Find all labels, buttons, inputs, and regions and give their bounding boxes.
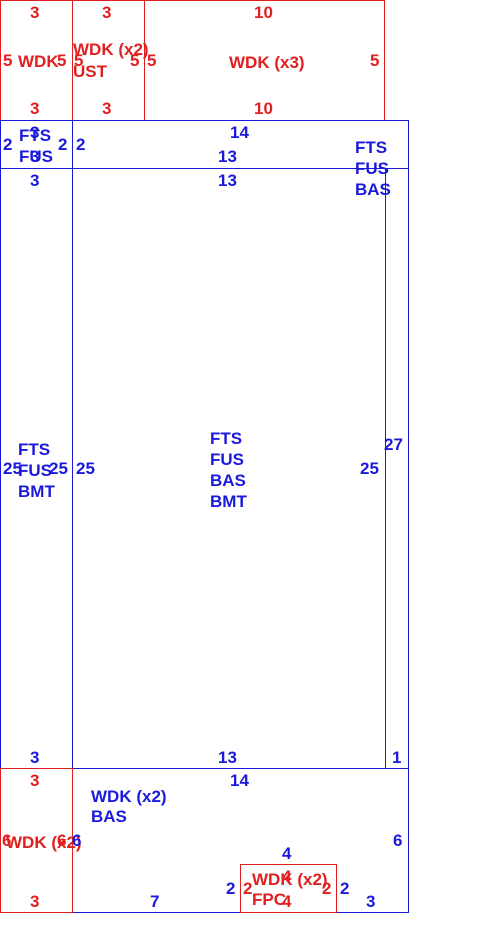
top-left-label: WDK xyxy=(18,52,59,71)
band-main-dim-top: 14 xyxy=(230,123,249,142)
top-mid-dim-right: 5 xyxy=(130,51,140,70)
bottom-left-dim-top: 3 xyxy=(30,771,40,790)
band-main-dim-bottom: 13 xyxy=(218,147,237,166)
top-mid-label-1: WDK (x2) xyxy=(73,40,149,59)
left-col-dim-right: 25 xyxy=(49,459,68,478)
bottom-main-label-2: BAS xyxy=(91,807,127,826)
bottom-main-dim-bottom-right: 3 xyxy=(366,892,376,911)
top-right-dim-left: 5 xyxy=(147,51,157,70)
left-col-dim-top: 3 xyxy=(30,171,40,190)
bottom-left-dim-right: 6 xyxy=(57,831,67,850)
left-col-label-2: FUS xyxy=(18,461,52,480)
main-dim-right: 25 xyxy=(360,459,379,478)
bottom-left-dim-bottom: 3 xyxy=(30,892,40,911)
top-mid-dim-bottom: 3 xyxy=(102,99,112,118)
top-right-dim-right: 5 xyxy=(370,51,380,70)
top-left-dim-left: 5 xyxy=(3,51,13,70)
top-mid-label-2: UST xyxy=(73,62,107,81)
main-dim-bottom: 13 xyxy=(218,748,237,767)
bottom-main-label-1: WDK (x2) xyxy=(91,787,167,806)
small-dim-left: 2 xyxy=(243,879,253,898)
small-dim-right: 2 xyxy=(322,879,332,898)
main-dim-top: 13 xyxy=(218,171,237,190)
top-right-label: WDK (x3) xyxy=(229,53,305,72)
main-dim-left: 25 xyxy=(76,459,95,478)
small-label-2: FPC xyxy=(252,890,286,909)
band-strip-dim-left: 2 xyxy=(3,135,13,154)
bottom-left-dim-left: 6 xyxy=(2,831,12,850)
band-strip-dim-bottom: 3 xyxy=(30,147,40,166)
left-col-dim-bottom: 3 xyxy=(30,748,40,767)
small-dim-top-inner: 4 xyxy=(282,867,292,886)
left-col-label-3: BMT xyxy=(18,482,55,501)
top-left-dim-right: 5 xyxy=(57,51,67,70)
small-dim-outer-right: 2 xyxy=(340,879,350,898)
bottom-main-dim-right: 6 xyxy=(393,831,403,850)
small-panel xyxy=(240,864,337,913)
top-mid-dim-left: 5 xyxy=(74,51,84,70)
main-label-1: FTS xyxy=(210,429,243,448)
band-strip-dim-top: 3 xyxy=(30,123,40,142)
top-right-dim-bottom: 10 xyxy=(254,99,273,118)
side-strip-dim-right: 27 xyxy=(384,435,403,454)
small-dim-top: 4 xyxy=(282,844,292,863)
band-strip-label-2: FUS xyxy=(19,147,53,166)
small-dim-bottom: 4 xyxy=(282,892,292,911)
left-col-dim-left: 25 xyxy=(3,459,22,478)
top-left-dim-top: 3 xyxy=(30,3,40,22)
bottom-left-label: WDK (x2) xyxy=(6,833,82,852)
bottom-main-dim-top: 14 xyxy=(230,771,249,790)
main-label-2: FUS xyxy=(210,450,244,469)
main-label-4: BMT xyxy=(210,492,247,511)
side-strip-dim-bottom: 1 xyxy=(392,748,402,767)
bottom-main-dim-left: 6 xyxy=(72,831,82,850)
side-strip-panel xyxy=(385,168,409,769)
top-left-dim-bottom: 3 xyxy=(30,99,40,118)
bottom-main-dim-bottom-left: 7 xyxy=(150,892,160,911)
main-label-3: BAS xyxy=(210,471,246,490)
top-mid-dim-top: 3 xyxy=(102,3,112,22)
bottom-left-panel xyxy=(0,768,73,913)
band-strip-label-1: FTS xyxy=(19,126,52,145)
band-right-label-3: BAS xyxy=(355,180,391,199)
small-label-1: WDK (x2) xyxy=(252,870,328,889)
top-right-dim-top: 10 xyxy=(254,3,273,22)
band-strip-dim-right: 2 xyxy=(58,135,68,154)
small-dim-outer-left: 2 xyxy=(226,879,236,898)
band-main-dim-left: 2 xyxy=(76,135,86,154)
left-col-label-1: FTS xyxy=(18,440,51,459)
band-right-label-1: FTS xyxy=(355,138,388,157)
